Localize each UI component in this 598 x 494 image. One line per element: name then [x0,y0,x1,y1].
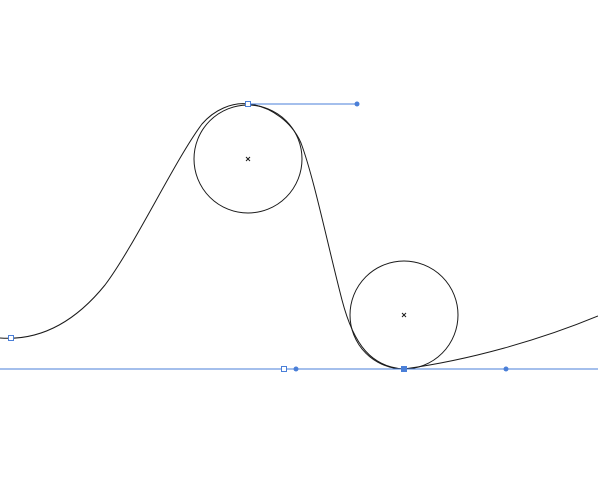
bezier-handle-icon[interactable] [503,366,509,372]
circle-center-icon [401,312,407,318]
anchor-point-icon[interactable] [401,366,407,372]
bezier-handle-icon[interactable] [293,366,299,372]
anchor-point-icon[interactable] [8,335,14,341]
bezier-curve-path[interactable] [0,103,598,370]
anchor-point-icon[interactable] [245,101,251,107]
circle-center-icon [245,156,251,162]
anchor-point-icon[interactable] [281,366,287,372]
bezier-handle-icon[interactable] [354,101,360,107]
